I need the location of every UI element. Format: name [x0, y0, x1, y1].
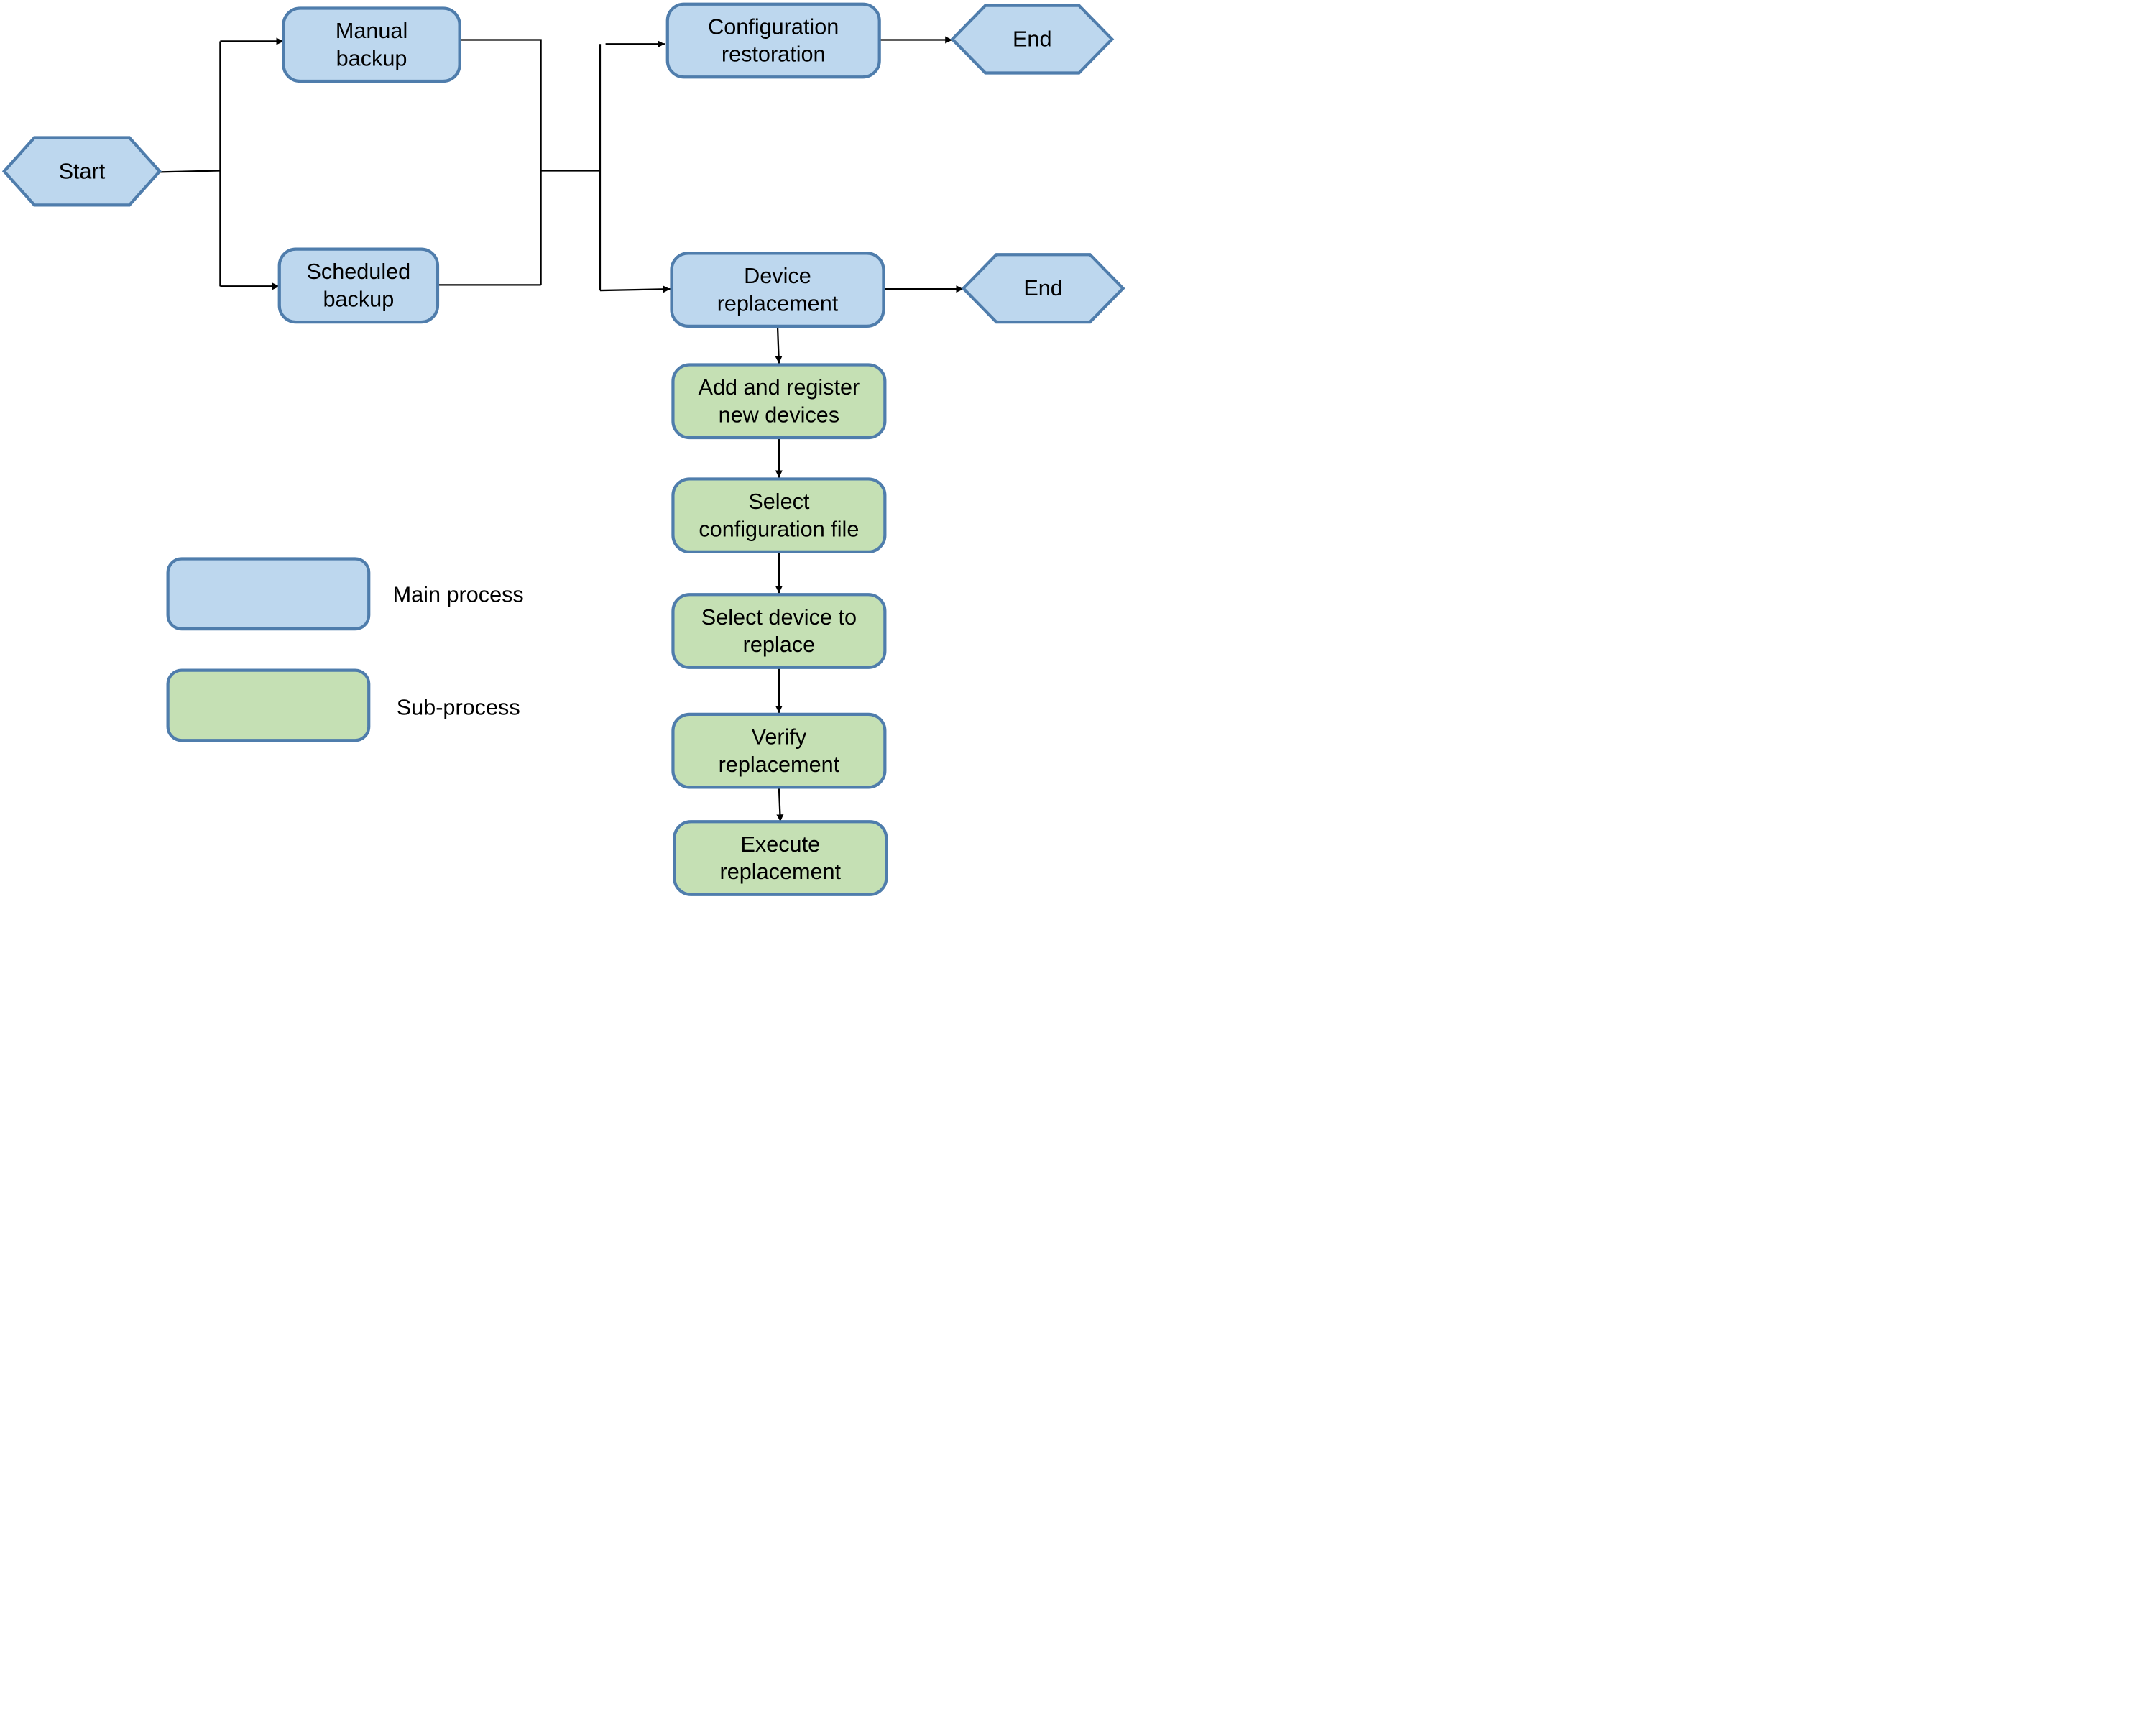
scheduled_backup-label-line-1: Scheduled	[306, 259, 410, 284]
add-register-shape	[671, 363, 887, 440]
connector-verify-to-execute	[776, 787, 784, 822]
select_config-label-line-1: Select	[748, 489, 810, 514]
start-shape	[1, 136, 162, 207]
verify-label-line-2: replacement	[719, 752, 840, 777]
config_restoration-label-line-2: restoration	[722, 42, 826, 67]
device-replacement-box: Device replacement	[670, 252, 885, 328]
add_register-label-line-2: new devices	[719, 402, 840, 427]
start-label-line-1: Start	[59, 159, 106, 183]
verify-box: Verify replacement	[671, 712, 887, 789]
legend-main-label: Main process	[393, 582, 524, 607]
execute-box: Execute replacement	[673, 820, 888, 896]
end_top-label-line-1: End	[1013, 27, 1052, 52]
select-config-box: Select configuration file	[671, 477, 887, 554]
connectors	[160, 36, 964, 822]
connector-manual-backup-merge	[459, 39, 542, 285]
add_register-label-line-1: Add and register	[699, 375, 860, 400]
config_restoration-label-line-1: Configuration	[708, 14, 839, 39]
scheduled-backup-box: Scheduled backup	[277, 247, 440, 324]
connector-device-to-add	[775, 326, 783, 364]
end_mid-label-line-1: End	[1023, 276, 1063, 300]
connector-start-to-split	[160, 170, 221, 173]
end-mid-shape	[961, 253, 1125, 324]
execute-label-line-2: replacement	[720, 860, 842, 884]
device_replacement-label-line-2: replacement	[717, 291, 839, 316]
select_device-label-line-1: Select device to	[701, 605, 857, 630]
verify-label-line-1: Verify	[752, 724, 807, 749]
device-replacement-shape	[670, 252, 885, 328]
end-mid-terminal: End	[961, 253, 1125, 324]
connector-to-device-replacement	[599, 285, 671, 293]
select_device-label-line-2: replace	[743, 632, 815, 657]
select-device-shape	[671, 593, 887, 669]
verify-shape	[671, 712, 887, 789]
config-restoration-shape	[665, 2, 881, 79]
config-restoration-box: Configuration restoration	[665, 2, 881, 79]
legend-main-swatch	[166, 557, 371, 631]
end-top-terminal: End	[950, 4, 1115, 75]
scheduled_backup-label-line-2: backup	[323, 287, 394, 312]
end-top-shape	[950, 4, 1115, 75]
select-config-shape	[671, 477, 887, 554]
execute-shape	[673, 820, 888, 896]
legend-sub-label: Sub-process	[397, 695, 520, 719]
start-terminal: Start	[1, 136, 162, 207]
device_replacement-label-line-1: Device	[744, 264, 811, 288]
scheduled-backup-shape	[277, 247, 440, 324]
select_config-label-line-2: configuration file	[699, 517, 859, 541]
manual-backup-shape	[282, 6, 461, 83]
manual_backup-label-line-1: Manual	[336, 19, 407, 43]
shapes: StartManualbackupScheduledbackupConfigur…	[1, 2, 1125, 896]
manual-backup-box: Manual backup	[282, 6, 461, 83]
manual_backup-label-line-2: backup	[336, 46, 407, 70]
legend-sub-swatch	[166, 668, 371, 742]
execute-label-line-1: Execute	[740, 832, 820, 857]
